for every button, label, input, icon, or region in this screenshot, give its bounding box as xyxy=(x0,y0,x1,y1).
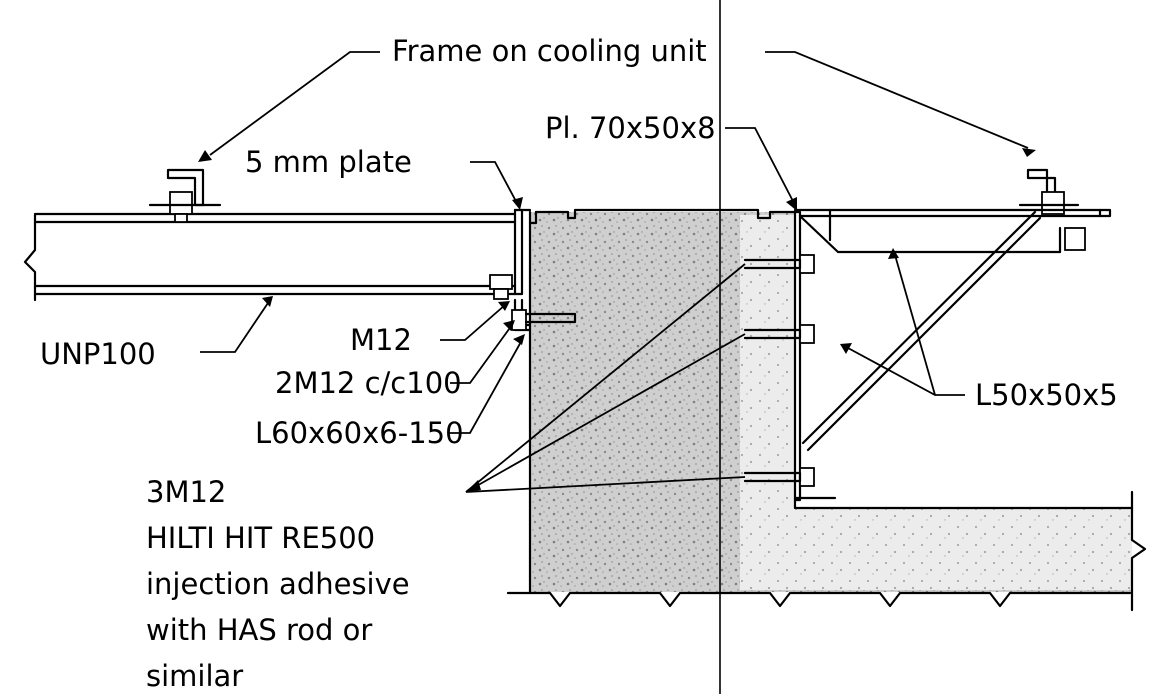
leader-frame xyxy=(198,51,1036,162)
leader-l60 xyxy=(448,334,525,434)
l50-bracing xyxy=(793,208,1112,500)
leader-5mm-plate xyxy=(470,161,523,210)
frame-angle-right xyxy=(1018,168,1080,215)
anchor-note-line: HILTI HIT RE500 xyxy=(146,521,375,555)
unp100-channel xyxy=(33,212,517,296)
frame-angle-left xyxy=(148,168,222,223)
anchor-note-line: similar xyxy=(146,659,243,693)
concrete-wall xyxy=(528,208,1134,594)
anchor-note-line: injection adhesive xyxy=(146,567,410,601)
label-l60x60x6-150: L60x60x6-150 xyxy=(255,416,464,450)
label-frame-on-cooling-unit: Frame on cooling unit xyxy=(392,34,707,68)
anchor-note-line: with HAS rod or xyxy=(146,613,372,647)
leader-l50 xyxy=(840,248,965,396)
label-pl70x50x8: Pl. 70x50x8 xyxy=(545,111,716,145)
leader-unp100 xyxy=(200,296,273,353)
leader-m12 xyxy=(440,301,510,341)
label-2m12-cc100: 2M12 c/c100 xyxy=(275,366,462,400)
label-unp100: UNP100 xyxy=(40,337,156,371)
anchor-note-line: 3M12 xyxy=(146,475,226,509)
l60-bracket xyxy=(489,274,577,332)
leader-2m12 xyxy=(450,320,515,384)
pl70-anchor-plate xyxy=(743,210,815,502)
break-lines xyxy=(23,213,1147,612)
label-l50x50x5: L50x50x5 xyxy=(975,378,1118,412)
anchor-note: 3M12 HILTI HIT RE500 injection adhesive … xyxy=(146,475,410,693)
label-m12: M12 xyxy=(350,323,412,357)
leader-anchor xyxy=(465,263,746,493)
label-5mm-plate: 5 mm plate xyxy=(245,145,412,179)
leader-pl70 xyxy=(725,127,797,211)
plate-5mm xyxy=(513,208,532,296)
